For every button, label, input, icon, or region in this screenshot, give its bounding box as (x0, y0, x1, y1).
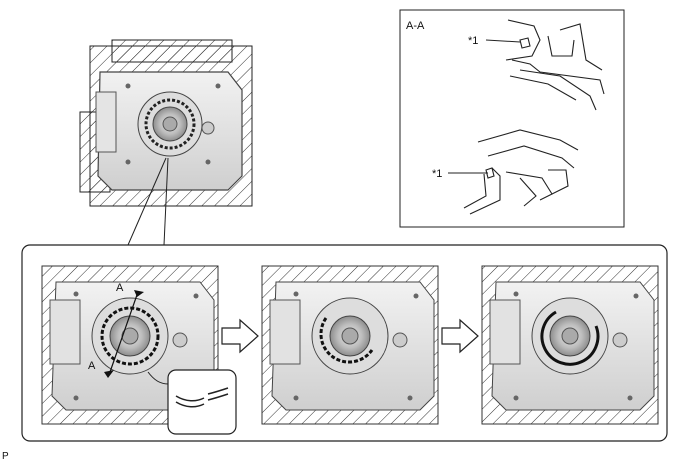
section-label-a-bottom: A (88, 360, 96, 372)
callout-label-upper: *1 (468, 35, 479, 47)
callout-label-lower: *1 (432, 168, 443, 180)
section-profile-upper (505, 19, 605, 111)
section-cut-line (109, 291, 139, 373)
overview-fuel-lid (79, 39, 253, 207)
arrow-right-icon (221, 318, 259, 354)
section-profile-lower (463, 129, 579, 215)
detail-leader-lines (127, 157, 169, 246)
section-title: A-A (406, 20, 425, 32)
page-mark: P (2, 451, 9, 462)
arrow-right-icon (441, 318, 479, 354)
clip-detail-callout (147, 369, 237, 435)
section-a-a-panel (399, 9, 625, 228)
step-3-fuel-lid (481, 265, 659, 425)
procedure-sequence-panel (21, 244, 668, 442)
callout-leader-upper (485, 39, 521, 43)
section-label-a-top: A (116, 282, 124, 294)
step-2-fuel-lid (261, 265, 439, 425)
